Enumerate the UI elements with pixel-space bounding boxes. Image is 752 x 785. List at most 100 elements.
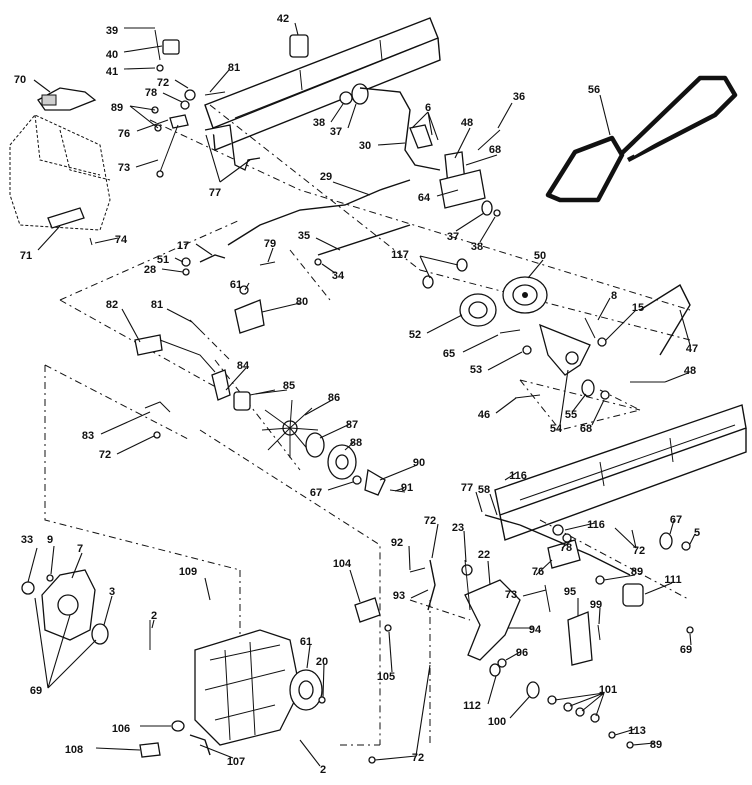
callout-37: 37: [330, 126, 342, 138]
callout-113: 113: [628, 725, 646, 737]
callout-29: 29: [320, 171, 332, 183]
callout-53: 53: [470, 364, 482, 376]
callout-70: 70: [14, 74, 26, 86]
callout-77: 77: [461, 482, 473, 494]
callout-107: 107: [227, 756, 245, 768]
callout-38: 38: [313, 117, 325, 129]
callout-81: 81: [228, 62, 240, 74]
callout-28: 28: [144, 264, 156, 276]
callout-8: 8: [611, 290, 617, 302]
callout-74: 74: [115, 234, 128, 246]
callout-101: 101: [599, 684, 617, 696]
callout-72: 72: [157, 77, 169, 89]
callout-51: 51: [157, 254, 169, 266]
chassis-body: [9, 114, 111, 231]
callout-99: 99: [590, 599, 602, 611]
leader-lines: [27, 22, 696, 767]
callout-69: 69: [680, 644, 692, 656]
callout-76: 76: [118, 128, 130, 140]
callout-105: 105: [377, 671, 395, 683]
component-shapes: [21, 29, 694, 764]
callout-42: 42: [277, 13, 289, 25]
callout-117: 117: [391, 249, 409, 261]
callout-67: 67: [670, 514, 682, 526]
callout-6: 6: [425, 102, 431, 114]
callout-109: 109: [179, 566, 197, 578]
callout-37: 37: [447, 231, 459, 243]
drive-belt: [545, 75, 738, 203]
callout-93: 93: [393, 590, 405, 602]
callout-82: 82: [106, 299, 118, 311]
callout-91: 91: [401, 482, 413, 494]
callout-96: 96: [516, 647, 528, 659]
callout-85: 85: [283, 380, 295, 392]
callout-94: 94: [529, 624, 542, 636]
callout-58: 58: [478, 484, 490, 496]
callout-112: 112: [463, 700, 481, 712]
callout-68: 68: [580, 423, 592, 435]
callout-5: 5: [694, 527, 700, 539]
callout-46: 46: [478, 409, 490, 421]
callout-87: 87: [346, 419, 358, 431]
callout-30: 30: [359, 140, 371, 152]
callout-7: 7: [77, 543, 83, 555]
callout-73: 73: [505, 589, 517, 601]
callout-72: 72: [424, 515, 436, 527]
callout-22: 22: [478, 549, 490, 561]
upper-frame-rail: [204, 17, 441, 151]
callout-116: 116: [587, 519, 605, 531]
callout-48: 48: [461, 117, 473, 129]
callout-71: 71: [20, 250, 32, 262]
callout-72: 72: [412, 752, 424, 764]
callout-69: 69: [30, 685, 42, 697]
callout-41: 41: [106, 66, 118, 78]
callout-56: 56: [588, 84, 600, 96]
lower-frame-rail: [494, 404, 747, 541]
callout-72: 72: [633, 545, 645, 557]
callout-64: 64: [418, 192, 431, 204]
callout-61: 61: [300, 636, 312, 648]
callout-55: 55: [565, 409, 577, 421]
callout-89: 89: [650, 739, 662, 751]
callout-116: 116: [509, 470, 527, 482]
callout-40: 40: [106, 49, 118, 61]
callout-89: 89: [111, 102, 123, 114]
callout-78: 78: [145, 87, 157, 99]
callout-104: 104: [333, 558, 352, 570]
callout-79: 79: [264, 238, 276, 250]
callout-35: 35: [298, 230, 310, 242]
callout-38: 38: [471, 241, 483, 253]
callout-17: 17: [177, 240, 189, 252]
callout-73: 73: [118, 162, 130, 174]
callout-2: 2: [151, 610, 157, 622]
callout-23: 23: [452, 522, 464, 534]
callout-34: 34: [332, 270, 345, 282]
callout-92: 92: [391, 537, 403, 549]
callout-39: 39: [106, 25, 118, 37]
callout-20: 20: [316, 656, 328, 668]
callout-95: 95: [564, 586, 576, 598]
callout-106: 106: [112, 723, 130, 735]
callout-78: 78: [560, 542, 572, 554]
callout-88: 88: [350, 437, 362, 449]
callout-72: 72: [99, 449, 111, 461]
callout-54: 54: [550, 423, 563, 435]
callout-77: 77: [209, 187, 221, 199]
callout-67: 67: [310, 487, 322, 499]
callout-48: 48: [684, 365, 696, 377]
callout-65: 65: [443, 348, 455, 360]
callout-68: 68: [489, 144, 501, 156]
callout-90: 90: [413, 457, 425, 469]
callout-111: 111: [664, 574, 681, 586]
callout-81: 81: [151, 299, 163, 311]
callout-89: 89: [631, 566, 643, 578]
callout-3: 3: [109, 586, 115, 598]
callout-9: 9: [47, 534, 53, 546]
callout-2: 2: [320, 764, 326, 776]
callout-47: 47: [686, 343, 698, 355]
callout-76: 76: [532, 566, 544, 578]
callout-52: 52: [409, 329, 421, 341]
